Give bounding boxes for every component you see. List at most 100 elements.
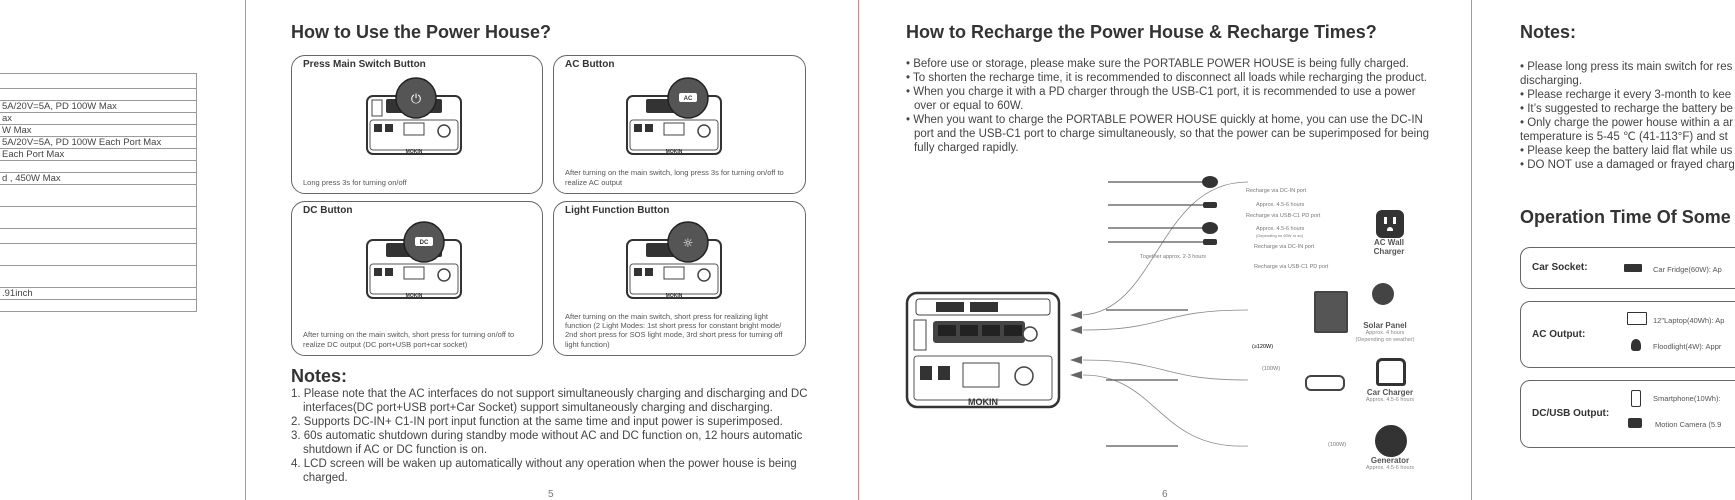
- spec-row: [0, 299, 197, 312]
- bullet-item: • DO NOT use a damaged or frayed charg: [1520, 159, 1735, 171]
- page-divider-right: [1471, 0, 1472, 500]
- button-badge: DC: [420, 240, 429, 246]
- dc-button-card: DC Button DC MOKIN After turning on the …: [291, 201, 543, 356]
- note-item: 4. LCD screen will be waken up automatic…: [291, 458, 797, 484]
- op-item: Motion Camera (5.9: [1655, 420, 1722, 429]
- wall-outlet-icon: [1376, 210, 1404, 238]
- solar-time: Approx. 4 hours: [1365, 330, 1405, 336]
- wall-label-1: Recharge via DC-IN port: [1246, 188, 1307, 194]
- solar-title: Solar Panel: [1363, 321, 1407, 330]
- button-badge: AC: [684, 96, 693, 102]
- dc-usb-output-box: DC/USB Output: Smartphone(10Wh): Motion …: [1520, 380, 1735, 448]
- text: (≥120W): [1252, 344, 1273, 350]
- spec-row: [0, 73, 197, 89]
- spec-row: [0, 243, 197, 266]
- page-title: How to Recharge the Power House & Rechar…: [906, 22, 1377, 42]
- camera-icon: [1628, 418, 1642, 428]
- wall-label-3: Recharge via DC-IN port: [1254, 244, 1315, 250]
- brand-logo: MOKIN: [968, 397, 998, 407]
- op-item: 12"Laptop(40Wh): Ap: [1653, 316, 1725, 325]
- bullet-item: • When you charge it with a PD charger t…: [906, 86, 1416, 112]
- card-desc: After turning on the main switch, short …: [303, 330, 515, 349]
- spec-cell: [0, 73, 197, 89]
- recharge-diagram: MOKIN (≥120W): [905, 176, 1273, 447]
- spec-row: 5A/20V=5A, PD 100W Max: [0, 100, 197, 113]
- spec-row: [0, 228, 197, 244]
- smartphone-icon: [1631, 390, 1641, 407]
- card-title: DC Button: [303, 205, 353, 216]
- floodlight-icon: [1631, 339, 1641, 351]
- notes-title: Notes:: [1520, 22, 1577, 42]
- spec-cell: .91inch: [0, 287, 197, 300]
- wall-label-4: Recharge via USB-C1 PD port: [1254, 264, 1329, 270]
- spec-row: [0, 206, 197, 229]
- card-title: AC Button: [565, 59, 615, 70]
- ac-wall-charger-label: AC Wall Charger: [1373, 238, 1405, 256]
- spec-cell: Each Port Max: [0, 148, 197, 161]
- fridge-icon: [1624, 264, 1642, 272]
- spec-cell: [0, 88, 197, 101]
- notes-title: Notes:: [291, 366, 348, 386]
- generator-watt: (100W): [1328, 442, 1347, 448]
- spec-row: [0, 265, 197, 288]
- card-title: Light Function Button: [565, 205, 670, 216]
- power-house-illustration: ⏻ MOKIN: [366, 77, 462, 155]
- bullet-item: • Before use or storage, please make sur…: [906, 58, 1409, 70]
- bullet-item: • Only charge the power house within a a…: [1520, 117, 1734, 129]
- spec-cell: d , 450W Max: [0, 172, 197, 185]
- car-title: Car Charger: [1366, 388, 1414, 397]
- brand-logo: MOKIN: [666, 293, 683, 299]
- op-label: Car Socket:: [1532, 262, 1588, 273]
- generator-icon: [1375, 425, 1407, 457]
- brand-logo: MOKIN: [666, 149, 683, 155]
- bullet-item: • It’s suggested to recharge the battery…: [1520, 103, 1733, 115]
- page-divider-left: [245, 0, 246, 500]
- spec-cell: [0, 265, 197, 288]
- spec-cell: [0, 160, 197, 173]
- light-button-card: Light Function Button ☼ MOKIN After turn…: [553, 201, 806, 356]
- bullet-item: temperature is 5-45 ℃ (41-113°F) and st: [1520, 131, 1728, 143]
- card-desc: After turning on the main switch, long p…: [565, 168, 784, 187]
- spec-cell: [0, 228, 197, 244]
- spec-cell: [0, 206, 197, 229]
- page-title: How to Use the Power House?: [291, 22, 552, 42]
- car-icon: [1376, 358, 1406, 386]
- spec-cell: ax: [0, 112, 197, 125]
- spec-row: d , 450W Max: [0, 172, 197, 185]
- car-watt: (100W): [1262, 366, 1281, 372]
- spec-row: 5A/20V=5A, PD 100W Each Port Max: [0, 136, 197, 149]
- spec-row: .91inch: [0, 287, 197, 300]
- op-item: Floodlight(4W): Appr: [1653, 342, 1722, 351]
- car-socket-box: Car Socket: Car Fridge(60W): Ap: [1520, 247, 1735, 289]
- spec-cell: [0, 184, 197, 207]
- wall-time-2: Approx. 4.5-6 hours: [1256, 226, 1305, 232]
- generator-label: Generator Approx. 4.5-6 hours: [1350, 456, 1430, 472]
- solar-note: (Depending on weather): [1355, 337, 1415, 343]
- op-item: Car Fridge(60W): Ap: [1653, 265, 1722, 274]
- op-item: Smartphone(10Wh):: [1653, 394, 1721, 403]
- bullet-item: • When you want to charge the PORTABLE P…: [906, 114, 1430, 154]
- car-plug-icon: [1305, 375, 1345, 391]
- car-time: Approx. 4.5-6 hours: [1365, 397, 1415, 403]
- card-title: Press Main Switch Button: [303, 59, 426, 70]
- power-house-illustration: ☼ MOKIN: [626, 221, 722, 299]
- sun-icon: [1372, 283, 1394, 305]
- spec-cell: W Max: [0, 124, 197, 137]
- generator-title: Generator: [1370, 456, 1410, 465]
- recharge-bullets: • Before use or storage, please make sur…: [906, 57, 1431, 155]
- spec-row: [0, 88, 197, 101]
- spec-cell: [0, 243, 197, 266]
- spec-row: [0, 160, 197, 173]
- brand-logo: MOKIN: [406, 293, 423, 299]
- solar-grid-icon: [1314, 291, 1348, 333]
- operation-time-title: Operation Time Of Some: [1520, 207, 1731, 227]
- car-charger-label: Car Charger Approx. 4.5-6 hours: [1350, 388, 1430, 404]
- button-badge: ⏻: [411, 92, 421, 107]
- bullet-item: • Please long press its main switch for …: [1520, 61, 1733, 73]
- power-house-illustration: DC MOKIN: [366, 221, 462, 299]
- button-badge: ☼: [683, 236, 694, 250]
- page-divider-middle: [858, 0, 859, 500]
- spec-row: W Max: [0, 124, 197, 137]
- page-number: 5: [548, 489, 554, 500]
- card-desc: After turning on the main switch, short …: [565, 311, 783, 349]
